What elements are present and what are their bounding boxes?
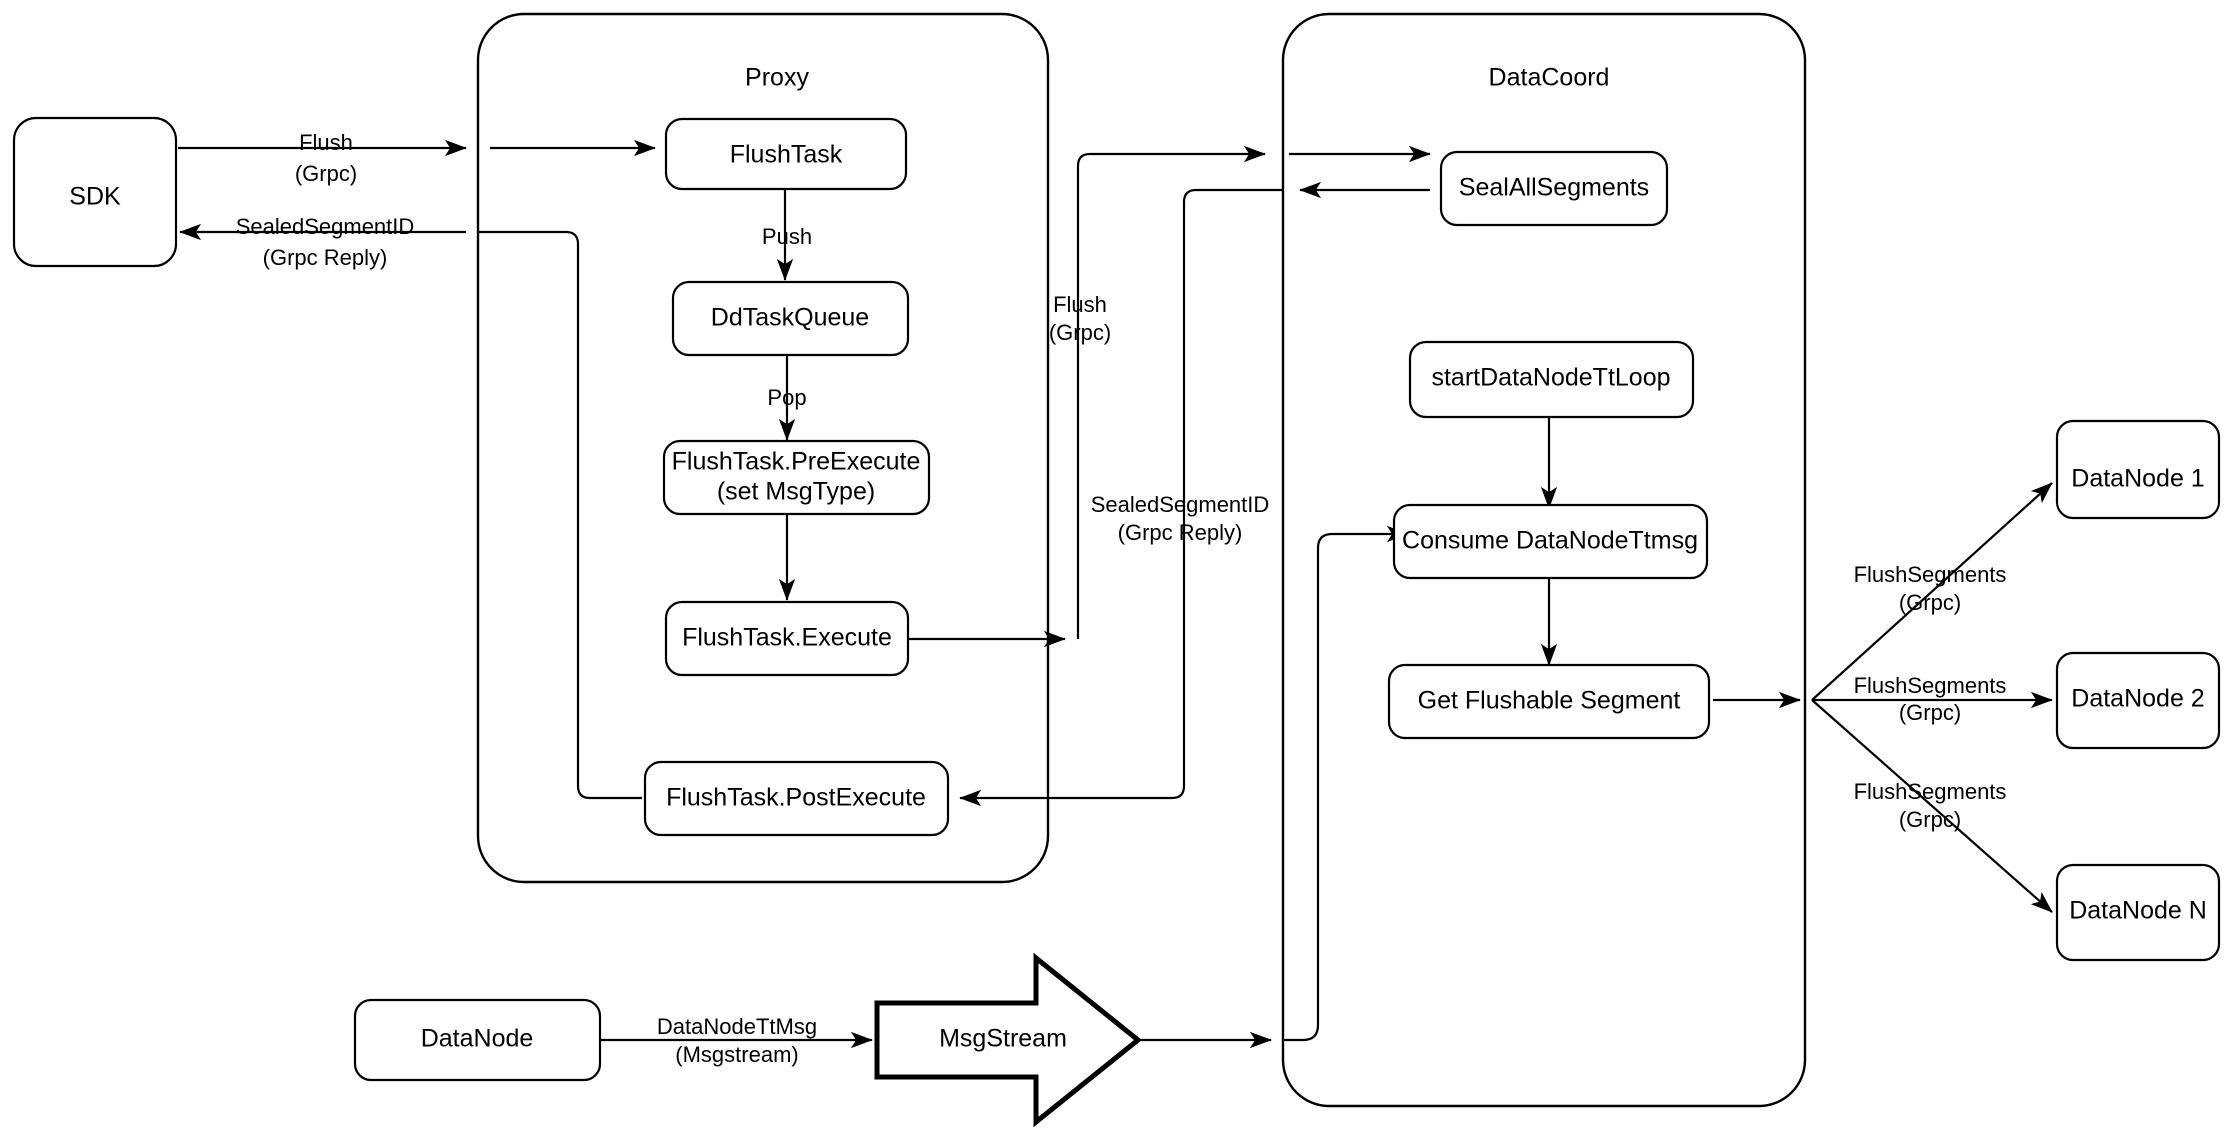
node-datanode2-rect[interactable] <box>2055 651 2221 750</box>
node-sealallsegments[interactable]: SealAllSegments <box>1439 150 1669 227</box>
node-flushtask-execute[interactable]: FlushTask.Execute <box>664 600 910 677</box>
node-sealallsegments-label: SealAllSegments <box>1459 174 1649 202</box>
label-flushseg2-line1: FlushSegments <box>1854 673 2007 698</box>
label-coord-flush-line1: Flush <box>1053 292 1107 317</box>
node-getflushable-label: Get Flushable Segment <box>1418 687 1681 715</box>
label-flushseg2-line2: (Grpc) <box>1899 700 1961 725</box>
label-push: Push <box>762 224 812 249</box>
node-datanode-n[interactable]: DataNode N <box>2055 863 2221 962</box>
node-startdatanodettloop-rect[interactable] <box>1408 340 1695 419</box>
node-datanode2-label: DataNode 2 <box>2071 685 2204 713</box>
label-flushsegments-datanoden: FlushSegments (Grpc) <box>1854 779 2007 832</box>
edge-datacoord-to-proxy-sealedsegmentid <box>959 188 1283 807</box>
node-consume-rect[interactable] <box>1392 503 1709 580</box>
label-sealedsegmentid-coord-proxy: SealedSegmentID (Grpc Reply) <box>1091 492 1270 545</box>
label-datanodettmsg-line2: (Msgstream) <box>675 1042 798 1067</box>
node-ddtaskqueue-rect[interactable] <box>671 280 910 357</box>
label-pop: Pop <box>767 385 806 410</box>
node-startdatanodettloop[interactable]: startDataNodeTtLoop <box>1408 340 1695 419</box>
label-flushsegn-line2: (Grpc) <box>1899 807 1961 832</box>
label-coord-reply-line1: SealedSegmentID <box>1091 492 1270 517</box>
datacoord-container-outline <box>1281 12 1807 1108</box>
node-msgstream-label: MsgStream <box>939 1025 1067 1053</box>
edge-datacoord-boundary-to-consume <box>1283 525 1409 1042</box>
label-flushsegn-line1: FlushSegments <box>1854 779 2007 804</box>
node-postexecute-label: FlushTask.PostExecute <box>666 784 926 812</box>
node-ddtaskqueue-label: DdTaskQueue <box>711 304 869 332</box>
node-execute-rect[interactable] <box>664 600 910 677</box>
container-datacoord: DataCoord <box>1281 12 1807 1108</box>
label-flushsegments-datanode2: FlushSegments (Grpc) <box>1854 673 2007 725</box>
node-execute-label: FlushTask.Execute <box>682 624 892 652</box>
node-flushtask-preexecute[interactable]: FlushTask.PreExecute (set MsgType) <box>662 439 931 516</box>
edge-hub-to-datanoden <box>1811 699 2053 913</box>
node-getflushable-rect[interactable] <box>1387 663 1711 740</box>
label-sdk-flush-line2: (Grpc) <box>295 161 357 186</box>
edge-proxy-to-datacoord-flush <box>1076 145 1266 639</box>
node-sdk-label: SDK <box>69 183 121 211</box>
node-datanoden-rect[interactable] <box>2055 863 2221 962</box>
proxy-container-title: Proxy <box>745 64 809 92</box>
node-datanode-bottom[interactable]: DataNode <box>353 998 602 1082</box>
label-sdk-reply-line1: SealedSegmentID <box>236 214 415 239</box>
node-consume-datanodettmsg[interactable]: Consume DataNodeTtmsg <box>1392 503 1709 580</box>
node-postexecute-rect[interactable] <box>643 760 950 837</box>
edge-postexecute-to-reply-line <box>478 230 642 800</box>
node-consume-label: Consume DataNodeTtmsg <box>1402 527 1698 555</box>
label-sdk-flush-line1: Flush <box>299 130 353 155</box>
node-flushtask[interactable]: FlushTask <box>664 117 908 191</box>
node-datanoden-label: DataNode N <box>2069 897 2207 925</box>
node-datanode1-label: DataNode 1 <box>2071 465 2204 493</box>
proxy-container-outline <box>476 12 1050 884</box>
container-proxy: Proxy <box>476 12 1050 884</box>
label-flushsegments-datanode1: FlushSegments (Grpc) <box>1854 562 2007 615</box>
node-flushtask-rect[interactable] <box>664 117 908 191</box>
node-sdk[interactable]: SDK <box>12 116 178 268</box>
label-coord-reply-line2: (Grpc Reply) <box>1118 520 1243 545</box>
label-flushseg1-line2: (Grpc) <box>1899 590 1961 615</box>
label-sdk-reply-line2: (Grpc Reply) <box>263 245 388 270</box>
label-coord-flush-line2: (Grpc) <box>1049 320 1111 345</box>
node-sealallsegments-rect[interactable] <box>1439 150 1669 227</box>
node-msgstream-arrow-shape[interactable] <box>874 952 1142 1128</box>
node-preexecute-rect[interactable] <box>662 439 931 516</box>
node-preexecute-label-line1: FlushTask.PreExecute <box>672 448 921 476</box>
node-preexecute-label-line2: (set MsgType) <box>717 478 875 506</box>
node-msgstream[interactable]: MsgStream <box>874 952 1142 1128</box>
node-datanode-2[interactable]: DataNode 2 <box>2055 651 2221 750</box>
node-datanode-1[interactable]: DataNode 1 <box>2055 419 2221 520</box>
label-flush-grpc-proxy-coord: Flush (Grpc) <box>1049 292 1111 345</box>
label-flushseg1-line1: FlushSegments <box>1854 562 2007 587</box>
label-datanodettmsg: DataNodeTtMsg (Msgstream) <box>657 1014 817 1067</box>
node-datanode1-rect[interactable] <box>2055 419 2221 520</box>
node-flushtask-postexecute[interactable]: FlushTask.PostExecute <box>643 760 950 837</box>
label-flush-grpc-sdk: Flush (Grpc) <box>295 130 357 186</box>
node-datanode-bottom-rect[interactable] <box>353 998 602 1082</box>
node-sdk-rect[interactable] <box>12 116 178 268</box>
datacoord-container-title: DataCoord <box>1489 64 1610 92</box>
node-startdatanodettloop-label: startDataNodeTtLoop <box>1431 364 1670 392</box>
node-ddtaskqueue[interactable]: DdTaskQueue <box>671 280 910 357</box>
node-datanode-bottom-label: DataNode <box>421 1025 534 1053</box>
node-get-flushable-segment[interactable]: Get Flushable Segment <box>1387 663 1711 740</box>
node-flushtask-label: FlushTask <box>730 141 843 169</box>
edge-hub-to-datanode1 <box>1811 482 2053 701</box>
label-datanodettmsg-line1: DataNodeTtMsg <box>657 1014 817 1039</box>
label-sealedsegmentid-sdk: SealedSegmentID (Grpc Reply) <box>236 214 415 270</box>
